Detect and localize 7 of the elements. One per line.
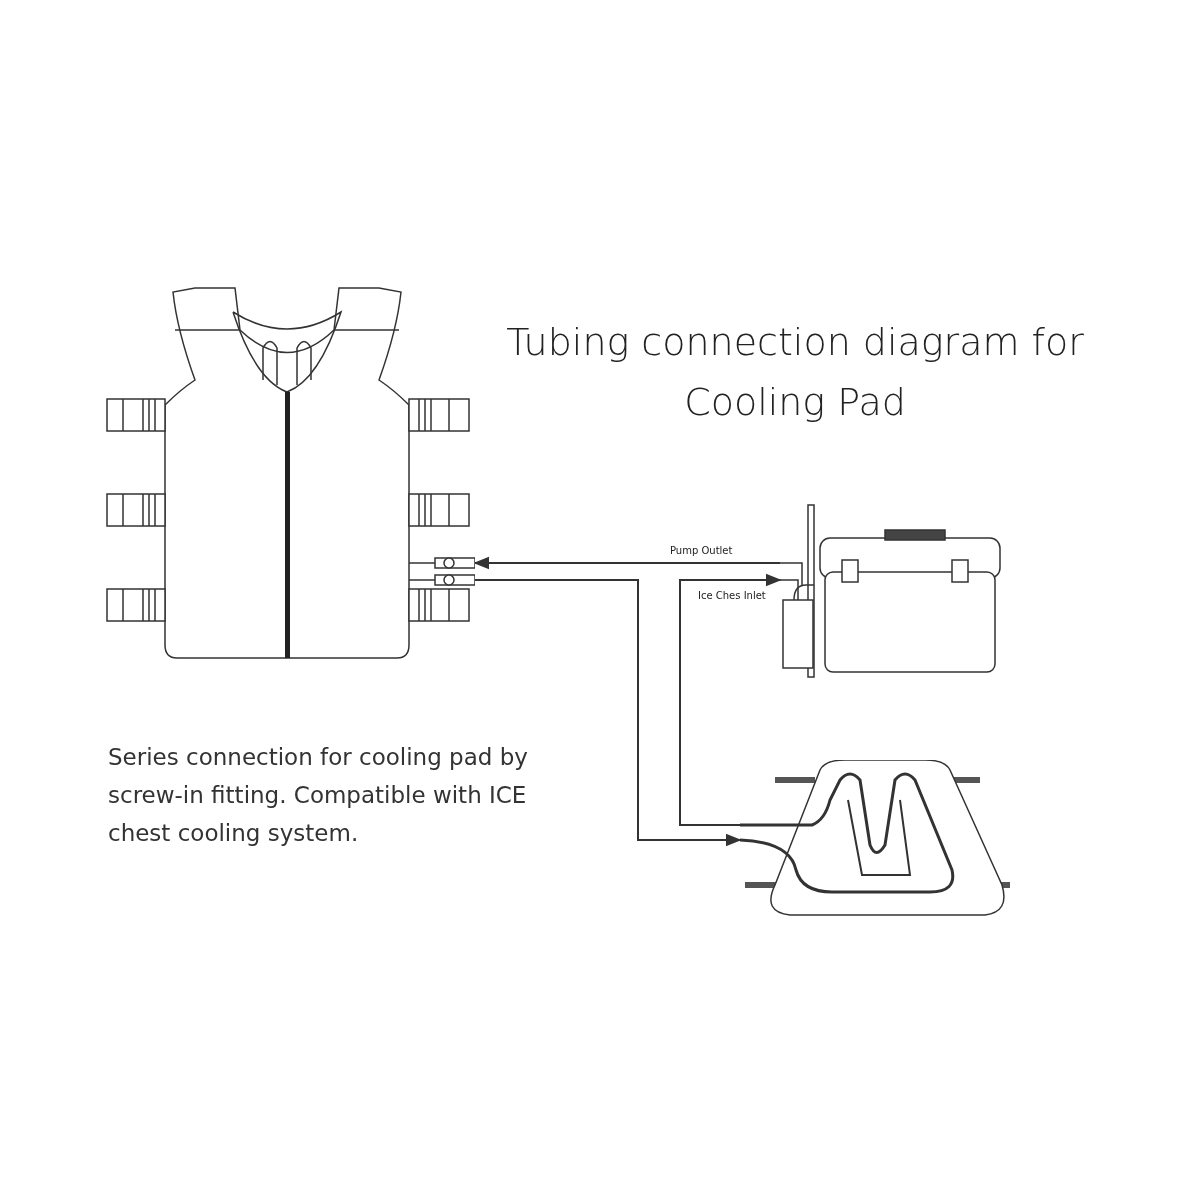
tube-connector: [679, 573, 782, 826]
edge-label: Pump Outlet: [668, 545, 735, 556]
diagram-title: Tubing connection diagram for Cooling Pad: [505, 319, 1085, 426]
tube-connector: [473, 556, 781, 570]
edge-label: Ice Ches Inlet: [696, 590, 768, 601]
tube-connector: [474, 579, 742, 847]
description-text: Series connection for cooling pad by screw-in fitting. Compatible with ICE chest cooling system.: [108, 743, 529, 848]
